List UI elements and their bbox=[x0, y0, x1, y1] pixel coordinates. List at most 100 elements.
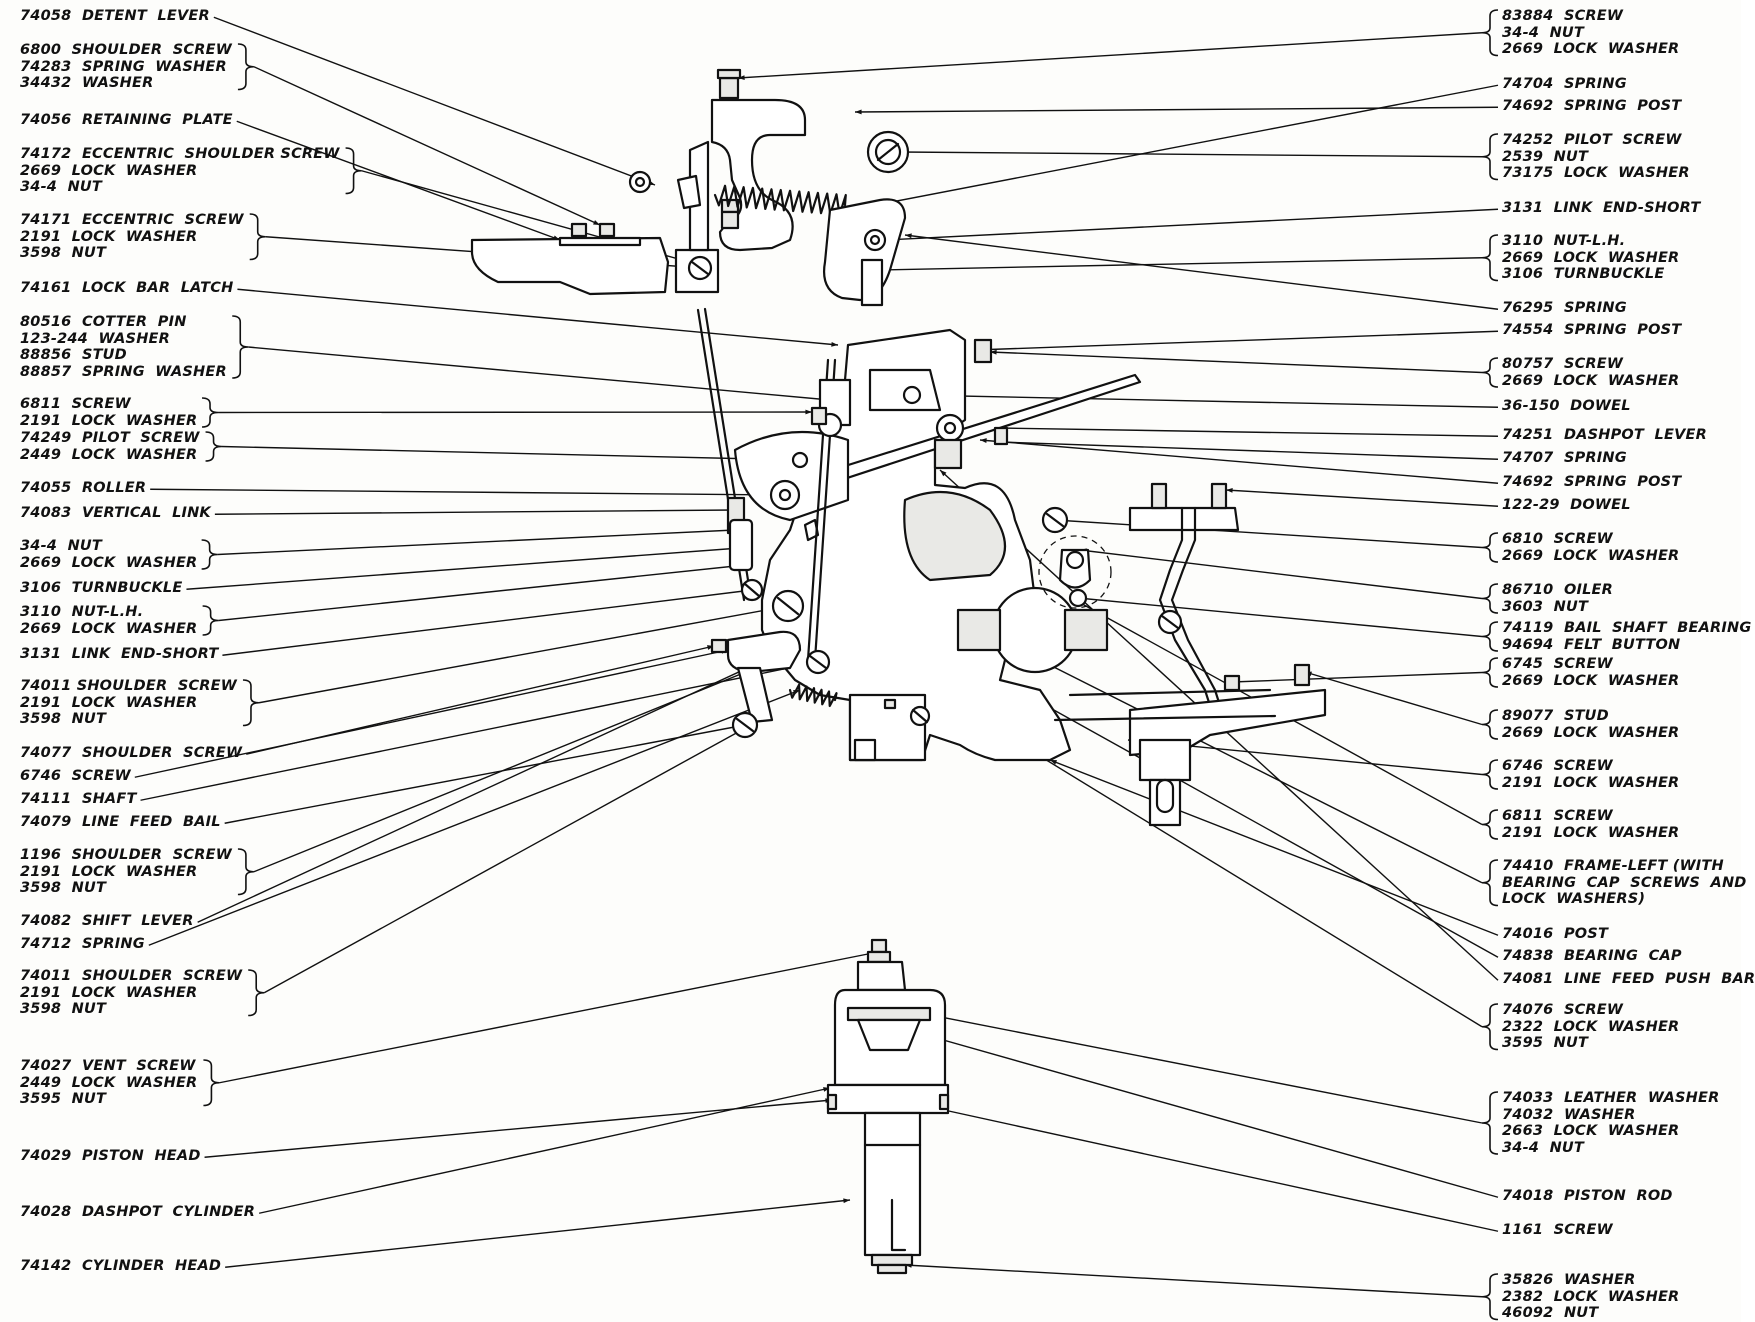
leader-line-r22 bbox=[1019, 649, 1483, 884]
leader-line-l10 bbox=[150, 488, 786, 496]
leader-line-r8 bbox=[974, 330, 1499, 351]
label-braces bbox=[201, 9, 1499, 1321]
leader-line-r13 bbox=[979, 439, 1499, 484]
callout-line: 6746 SCREW bbox=[20, 768, 131, 784]
callout-r13: 74692 SPRING POST bbox=[1502, 474, 1681, 491]
leader-line-r2 bbox=[849, 84, 1499, 211]
callout-line: 46092 NUT bbox=[1502, 1305, 1599, 1321]
leader-line-r7 bbox=[904, 234, 1499, 310]
callout-line: 2669 LOCK WASHER bbox=[20, 620, 198, 637]
callout-l3: 74056 RETAINING PLATE bbox=[20, 112, 233, 129]
callout-line: 74172 ECCENTRIC SHOULDER SCREW bbox=[20, 146, 340, 162]
callout-line: 74704 SPRING bbox=[1502, 76, 1627, 92]
label-brace bbox=[242, 679, 259, 727]
callout-line: 74032 WASHER bbox=[1502, 1106, 1636, 1123]
callout-line: 2322 LOCK WASHER bbox=[1502, 1018, 1680, 1035]
pilot-screw-plate bbox=[823, 130, 910, 307]
callout-line: 3595 NUT bbox=[20, 1091, 107, 1107]
callout-r7: 76295 SPRING bbox=[1502, 300, 1627, 317]
callout-r23: 74016 POST bbox=[1502, 926, 1608, 943]
callout-line: 6811 SCREW bbox=[1502, 808, 1613, 824]
callout-line: 74082 SHIFT LEVER bbox=[20, 913, 194, 929]
leader-line-r6 bbox=[879, 257, 1483, 271]
callout-line: 74249 PILOT SCREW bbox=[20, 430, 200, 446]
label-brace bbox=[1481, 709, 1499, 740]
label-brace bbox=[232, 315, 249, 379]
callout-r28: 74018 PISTON ROD bbox=[1502, 1188, 1673, 1205]
callout-line: 76295 SPRING bbox=[1502, 300, 1627, 316]
label-brace bbox=[1481, 9, 1499, 57]
callout-line: 2663 LOCK WASHER bbox=[1502, 1123, 1680, 1139]
label-brace bbox=[1481, 809, 1499, 840]
callout-line: 83884 SCREW bbox=[1502, 8, 1624, 24]
leader-line-r29 bbox=[934, 1107, 1499, 1232]
leader-line-r19 bbox=[1304, 671, 1483, 726]
callout-line: 34-4 NUT bbox=[1502, 24, 1584, 41]
callout-l1: 74058 DETENT LEVER bbox=[20, 8, 210, 25]
callout-line: 2191 LOCK WASHER bbox=[20, 863, 198, 880]
callout-line: 80757 SCREW bbox=[1502, 356, 1624, 372]
leader-line-l2 bbox=[253, 66, 601, 226]
callout-line: 74056 RETAINING PLATE bbox=[20, 112, 233, 128]
callout-line: 88856 STUD bbox=[20, 347, 127, 363]
callout-r8: 74554 SPRING POST bbox=[1502, 322, 1681, 339]
callout-line: 2191 LOCK WASHER bbox=[20, 412, 198, 429]
callout-line: 80516 COTTER PIN bbox=[20, 314, 187, 330]
callout-line: 2669 LOCK WASHER bbox=[1502, 41, 1680, 57]
callout-l15: 3131 LINK END-SHORT bbox=[20, 646, 218, 663]
callout-line: 88857 SPRING WASHER bbox=[20, 363, 227, 380]
callout-line: 34-4 NUT bbox=[20, 179, 102, 195]
label-brace bbox=[1481, 657, 1499, 688]
callout-r25: 74081 LINE FEED PUSH BAR bbox=[1502, 971, 1755, 988]
callout-line: 3595 NUT bbox=[1502, 1035, 1589, 1051]
callout-line: 86710 OILER bbox=[1502, 582, 1613, 598]
callout-l17: 74077 SHOULDER SCREW bbox=[20, 745, 242, 762]
callout-line: 3131 LINK END-SHORT bbox=[20, 646, 219, 662]
callout-line: 74171 ECCENTRIC SCREW bbox=[20, 212, 244, 228]
callout-line: 3110 NUT-L.H. bbox=[20, 604, 144, 620]
label-brace bbox=[1481, 234, 1499, 282]
retaining-plate-assembly bbox=[470, 140, 720, 296]
leader-arrowhead bbox=[738, 75, 745, 80]
callout-l6: 74161 LOCK BAR LATCH bbox=[20, 280, 233, 297]
callout-l14: 3110 NUT-L.H.2669 LOCK WASHER bbox=[20, 604, 197, 637]
callout-line: 123-244 WASHER bbox=[20, 330, 170, 347]
callout-l22: 74082 SHIFT LEVER bbox=[20, 913, 194, 930]
leader-line-l28 bbox=[225, 1199, 851, 1268]
callout-line: 74016 POST bbox=[1502, 926, 1609, 942]
callout-line: 74251 DASHPOT LEVER bbox=[1502, 427, 1707, 443]
callout-line: 74692 SPRING POST bbox=[1502, 98, 1682, 114]
leader-arrowhead bbox=[805, 409, 812, 415]
callout-line: 74033 LEATHER WASHER bbox=[1502, 1090, 1720, 1106]
callout-r11: 74251 DASHPOT LEVER bbox=[1502, 427, 1707, 444]
leader-line-r18 bbox=[1231, 671, 1483, 683]
callout-r5: 3131 LINK END-SHORT bbox=[1502, 200, 1700, 217]
leader-line-r1 bbox=[737, 32, 1483, 79]
callout-line: 2669 LOCK WASHER bbox=[20, 554, 198, 571]
leader-line-l18 bbox=[134, 649, 729, 778]
callout-line: LOCK WASHERS) bbox=[1502, 891, 1646, 907]
label-brace bbox=[203, 1059, 220, 1107]
leader-line-l22 bbox=[197, 639, 809, 923]
callout-line: 74077 SHOULDER SCREW bbox=[20, 745, 243, 761]
callout-line: 89077 STUD bbox=[1502, 708, 1609, 724]
callout-line: 2191 LOCK WASHER bbox=[20, 694, 198, 711]
callout-line: 2449 LOCK WASHER bbox=[20, 1074, 198, 1091]
callout-line: 74027 VENT SCREW bbox=[20, 1058, 196, 1074]
callout-line: 35826 WASHER bbox=[1502, 1272, 1636, 1288]
callout-line: 2539 NUT bbox=[1502, 148, 1589, 165]
label-brace bbox=[1481, 1273, 1499, 1321]
label-brace bbox=[202, 605, 219, 636]
